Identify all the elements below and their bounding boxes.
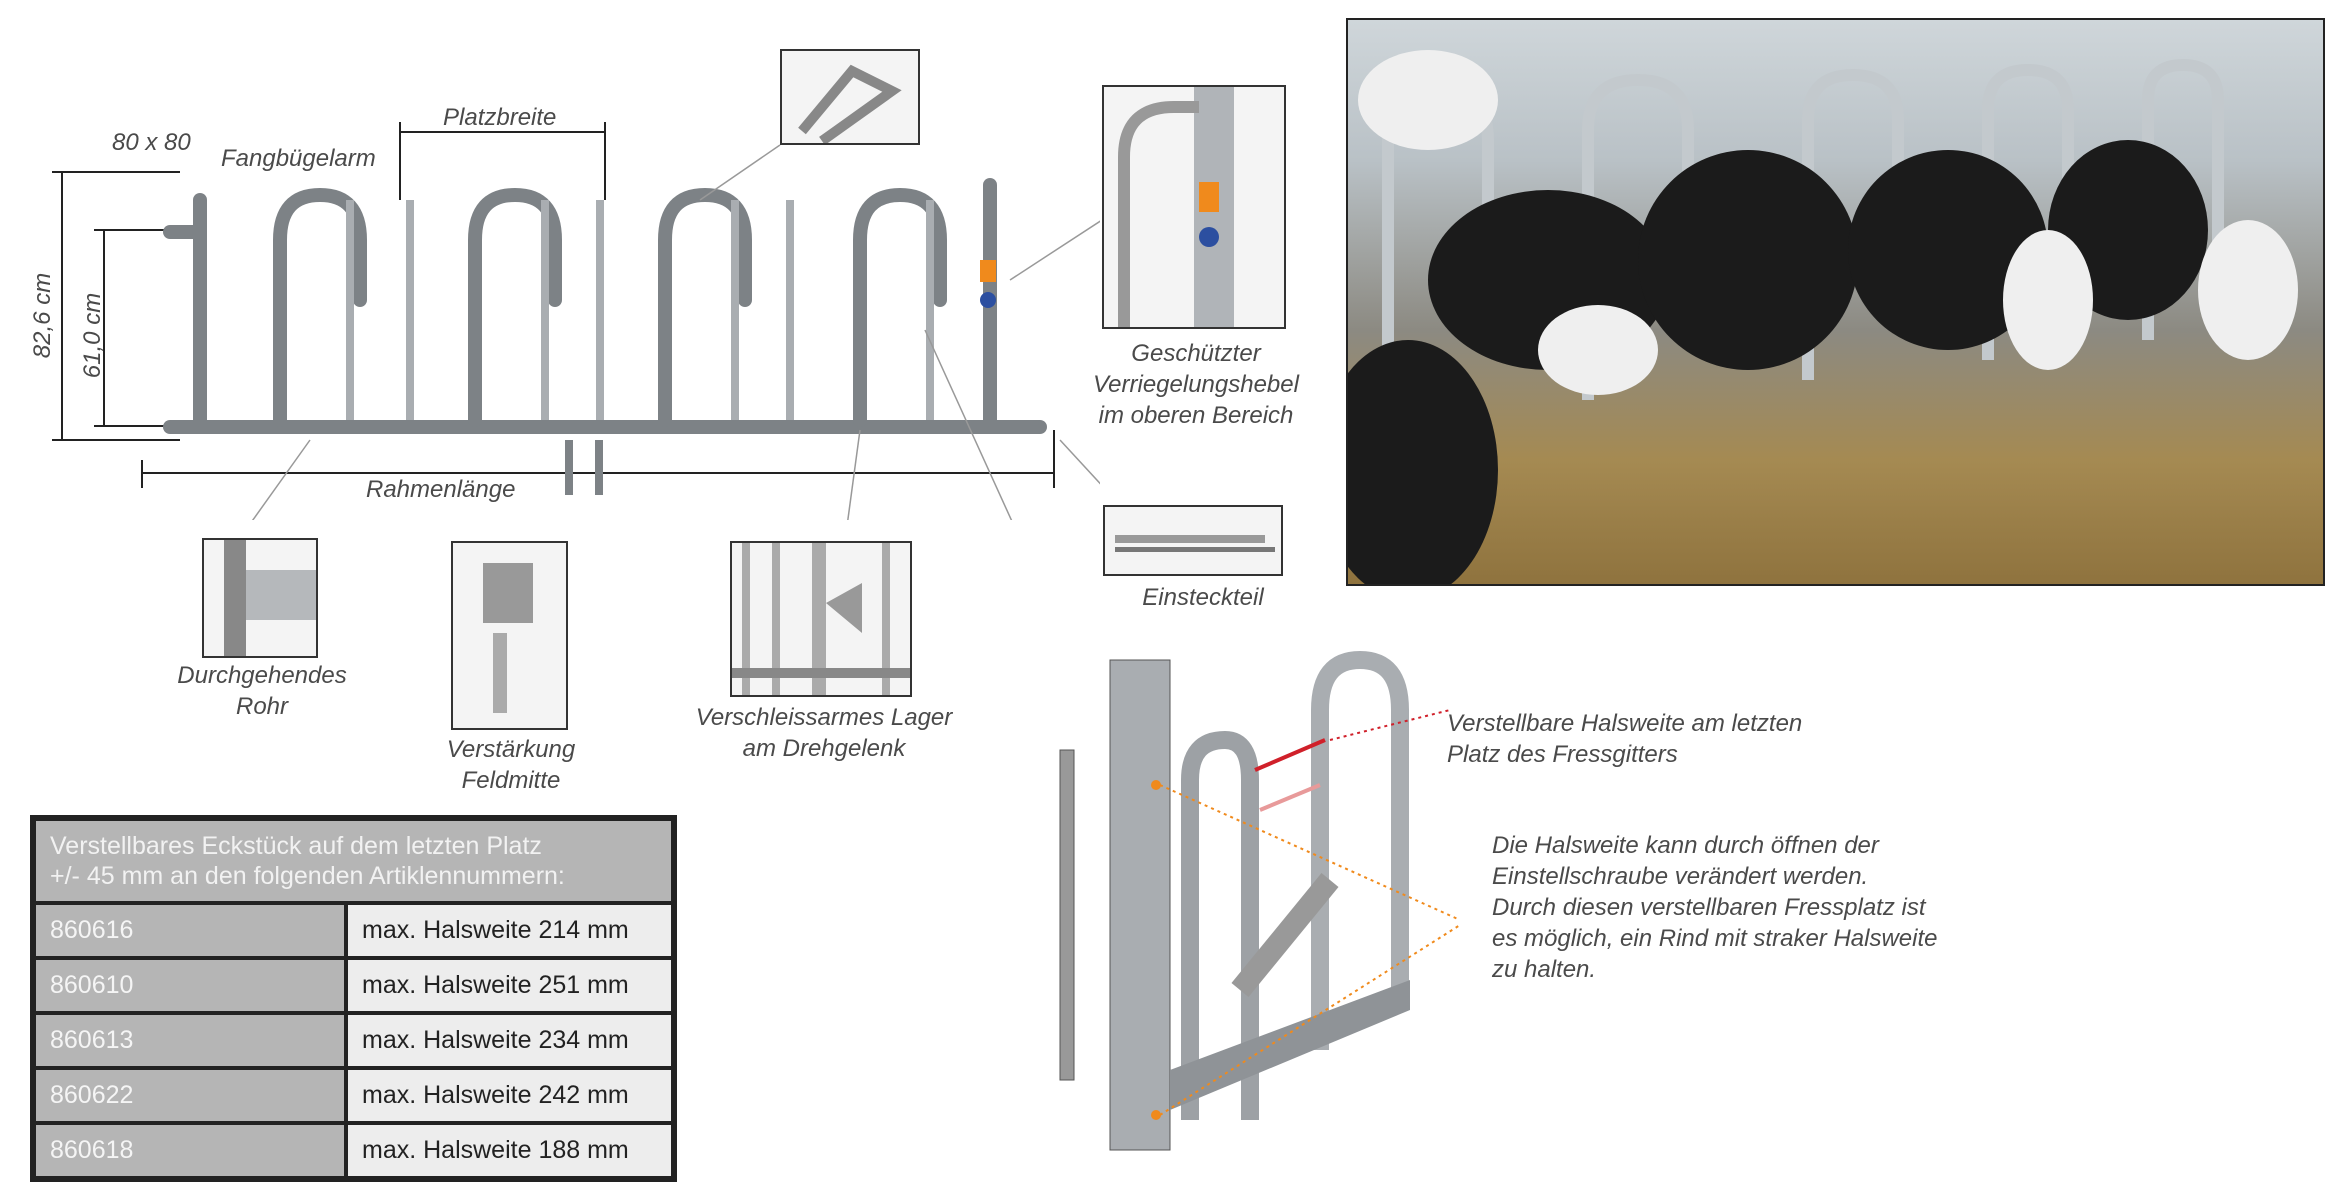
lever-inset xyxy=(1102,85,1286,329)
lever-label-line: im oberen Bereich xyxy=(1098,402,1294,429)
height-inner-label: 61,0 cm xyxy=(79,292,107,379)
detail-description-line: Durch diesen verstellbaren Fressplatz is… xyxy=(1492,894,1926,921)
bearing-inset xyxy=(730,541,912,697)
pipe-inset xyxy=(202,538,318,658)
cows-at-feed-gate-photo xyxy=(1346,18,2325,586)
max-neck-width: max. Halsweite 251 mm xyxy=(346,958,673,1013)
bearing-label: Verschleissarmes Lager am Drehgelenk xyxy=(664,702,984,764)
pipe-label-line: Rohr xyxy=(235,693,289,720)
pipe-label-line: Durchgehendes xyxy=(177,662,347,689)
article-number: 860622 xyxy=(34,1068,346,1123)
detail-title-line: Verstellbare Halsweite am letzten xyxy=(1447,710,1803,737)
max-neck-width: max. Halsweite 188 mm xyxy=(346,1123,673,1178)
height-total-label: 82,6 cm xyxy=(29,272,57,359)
profile-label: 80 x 80 xyxy=(112,129,191,156)
table-header: Verstellbares Eckstück auf dem letzten P… xyxy=(34,819,673,903)
article-number: 860616 xyxy=(34,903,346,958)
article-number: 860613 xyxy=(34,1013,346,1068)
detail-description-line: Einstellschraube verändert werden. xyxy=(1492,863,1869,890)
article-number: 860618 xyxy=(34,1123,346,1178)
pipe-label: Durchgehendes Rohr xyxy=(142,660,382,722)
width-label: Platzbreite xyxy=(443,104,557,131)
article-table: Verstellbares Eckstück auf dem letzten P… xyxy=(30,815,677,1182)
detail-description-line: es möglich, ein Rind mit straker Halswei… xyxy=(1492,925,1938,952)
reinforcement-label-line: Feldmitte xyxy=(461,767,561,794)
detail-description: Die Halsweite kann durch öffnen der Eins… xyxy=(1492,830,1938,985)
detail-description-line: zu halten. xyxy=(1492,956,1597,983)
bearing-label-line: Verschleissarmes Lager xyxy=(695,704,953,731)
table-header-line: Verstellbares Eckstück auf dem letzten P… xyxy=(50,832,542,860)
reinforcement-label-line: Verstärkung xyxy=(446,736,576,763)
detail-title: Verstellbare Halsweite am letzten Platz … xyxy=(1447,708,1802,770)
table-header-line: +/- 45 mm an den folgenden Artiklennumme… xyxy=(50,862,565,890)
article-number: 860610 xyxy=(34,958,346,1013)
max-neck-width: max. Halsweite 214 mm xyxy=(346,903,673,958)
bearing-label-line: am Drehgelenk xyxy=(742,735,906,762)
lever-label: Geschützter Verriegelungshebel im oberen… xyxy=(1076,338,1316,431)
arm-label: Fangbügelarm xyxy=(221,145,376,172)
top-arm-inset xyxy=(780,49,920,145)
reinforcement-label: Verstärkung Feldmitte xyxy=(391,734,631,796)
max-neck-width: max. Halsweite 242 mm xyxy=(346,1068,673,1123)
feed-gate-drawing xyxy=(52,122,1100,520)
lever-label-line: Geschützter xyxy=(1131,340,1261,367)
detail-title-line: Platz des Fressgitters xyxy=(1447,741,1678,768)
reinforcement-inset xyxy=(451,541,568,730)
detail-description-line: Die Halsweite kann durch öffnen der xyxy=(1492,832,1879,859)
max-neck-width: max. Halsweite 234 mm xyxy=(346,1013,673,1068)
frame-length-label: Rahmenlänge xyxy=(366,476,516,503)
insert-label: Einsteckteil xyxy=(1142,584,1264,611)
adjustable-corner-detail-drawing xyxy=(1059,650,1460,1151)
lever-label-line: Verriegelungshebel xyxy=(1093,371,1299,398)
insert-inset xyxy=(1103,505,1283,576)
